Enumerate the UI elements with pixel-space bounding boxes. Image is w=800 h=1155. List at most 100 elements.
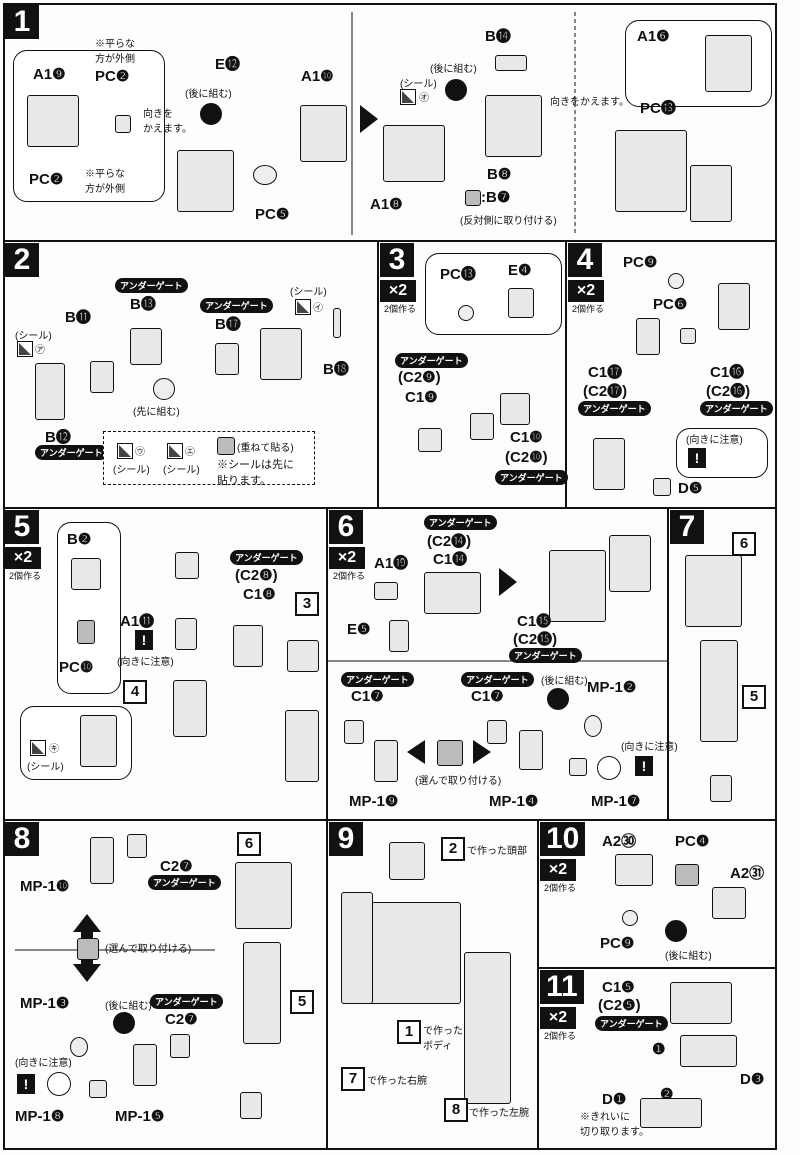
make-two-note: 2個作る xyxy=(383,304,416,314)
overlap-icon xyxy=(217,437,235,455)
c117-part xyxy=(636,318,660,355)
d5-part xyxy=(653,478,671,496)
step-2-panel: 2 アンダーゲート B⓭ B⓫ (シール) ㋐ (先に組む) B⓬ アンダーゲー… xyxy=(5,243,376,506)
part-label-c116: C1⓰ xyxy=(710,364,745,381)
choose-note: (選んで取り付ける) xyxy=(415,776,502,787)
shoulder-frame xyxy=(705,35,752,92)
opposite-side-note: (反対側に取り付ける) xyxy=(460,216,557,227)
overlap-note: (重ねて貼る) xyxy=(237,443,294,454)
detail-bubble xyxy=(425,253,562,335)
sticker-u: ㋒ xyxy=(135,447,145,458)
black-dot-icon xyxy=(665,920,687,942)
undergate-tag: アンダーゲート xyxy=(35,445,108,460)
part-label-pc10: PC❿ xyxy=(59,659,94,676)
sticker-icon xyxy=(295,299,311,315)
order-1: ❶ xyxy=(652,1041,666,1058)
assemble-later-note: (後に組む) xyxy=(430,64,477,75)
c27-frame xyxy=(170,1034,190,1058)
part-label-pc13: PC⓭ xyxy=(440,266,476,283)
chest-armor xyxy=(383,125,445,182)
part-label-pc9: PC❾ xyxy=(600,935,635,952)
part-label-mp19: MP-1❾ xyxy=(349,793,399,810)
c18-part xyxy=(233,625,263,667)
step-ref-5: 5 xyxy=(742,685,766,709)
head-note: で作った頭部 xyxy=(467,846,527,857)
assemble-first-note: (先に組む) xyxy=(133,407,180,418)
seal-label: (シール) xyxy=(27,762,64,773)
quantity-badge: ×2 xyxy=(568,280,604,302)
note-flat-side: ※平らな 方が外側 xyxy=(95,39,135,65)
assemble-later-note: (後に組む) xyxy=(541,676,588,687)
black-dot-icon xyxy=(200,103,222,125)
pc6-part xyxy=(680,328,696,344)
pc9-part xyxy=(622,910,638,926)
step-10-panel: 10 ×2 2個作る A2㉚ PC❹ A2㉛ PC❾ (後に組む) xyxy=(540,822,775,967)
part-label-a1-8: A1❽ xyxy=(370,196,403,213)
step-ref-6: 6 xyxy=(237,832,261,856)
a119-part xyxy=(374,582,398,600)
step-ref-1: 1 xyxy=(397,1020,421,1044)
cut-clean-note: ※きれいに 切り取ります。 xyxy=(580,1112,649,1138)
part-label-c17b: C1❼ xyxy=(471,688,504,705)
step-4-panel: 4 ×2 2個作る PC❾ PC❻ C1⓱ (C2⓱) アンダーゲート C1⓰ … xyxy=(568,243,775,506)
sticker-icon xyxy=(17,341,33,357)
step-number: 11 xyxy=(540,970,584,1004)
pc13-part xyxy=(458,305,474,321)
undergate-tag: アンダーゲート xyxy=(148,875,221,890)
shoulder-with-seal xyxy=(80,715,117,767)
mirror-icon xyxy=(465,190,481,206)
left-arm-note: で作った左腕 xyxy=(469,1108,529,1119)
a230-part xyxy=(615,854,653,886)
seal-label: (シール) xyxy=(113,465,150,476)
step-9-panel: 9 2 で作った頭部 1 で作った ボディ 7 で作った右腕 8 で作った左腕 xyxy=(329,822,536,1148)
a231-part xyxy=(712,887,746,919)
black-dot-icon xyxy=(547,688,569,710)
caution-icon: ! xyxy=(135,630,153,650)
pc9-part xyxy=(668,273,684,289)
part-label-c210: (C2❿) xyxy=(505,449,548,466)
arm-unit xyxy=(243,942,281,1044)
step-number: 7 xyxy=(670,510,704,544)
head-unit xyxy=(389,842,425,880)
step-number: 1 xyxy=(5,5,39,39)
step-number: 2 xyxy=(5,243,39,277)
part-label-c19: C1❾ xyxy=(405,389,438,406)
antenna-part xyxy=(333,308,341,338)
part-label-a111: A1⓫ xyxy=(120,613,155,630)
fist-part xyxy=(519,730,543,770)
body-unit xyxy=(364,902,461,1004)
hand-unit xyxy=(710,775,732,802)
head-part xyxy=(485,95,542,157)
make-two-note: 2個作る xyxy=(543,1031,576,1041)
make-two-note: 2個作る xyxy=(332,571,365,581)
flow-arrow-icon xyxy=(360,105,378,133)
elbow-joint xyxy=(470,413,494,440)
undergate-tag: アンダーゲート xyxy=(595,1016,668,1031)
arm-assembly xyxy=(593,438,625,490)
face-part xyxy=(35,363,65,420)
part-label-d5: D❺ xyxy=(678,480,703,497)
head-assembly xyxy=(260,328,302,380)
arm-unit xyxy=(700,640,738,742)
undergate-tag: アンダーゲート xyxy=(461,672,534,687)
part-label-a119: A1⓳ xyxy=(374,555,409,572)
step-number: 3 xyxy=(380,243,414,277)
black-dot-icon xyxy=(113,1012,135,1034)
quantity-badge: ×2 xyxy=(540,859,576,881)
part-label-c115: C1⓯ xyxy=(517,613,552,630)
turn-note: 向きを かえます。 xyxy=(143,109,192,135)
caution-icon: ! xyxy=(17,1074,35,1094)
part-label-c29: (C2❾) xyxy=(398,369,441,386)
quantity-badge: ×2 xyxy=(5,547,41,569)
undergate-tag: アンダーゲート xyxy=(341,672,414,687)
hand-frame-a xyxy=(344,720,364,744)
part-label-c114: C1⓮ xyxy=(433,551,468,568)
b14-part xyxy=(495,55,527,71)
part-label-d1: D❶ xyxy=(602,1091,627,1108)
part-label-c27a: C2❼ xyxy=(160,858,193,875)
part-label-mp18: MP-1❽ xyxy=(15,1108,65,1125)
step-ref-5: 5 xyxy=(290,990,314,1014)
step-ref-6: 6 xyxy=(732,532,756,556)
e5-part xyxy=(389,620,409,652)
